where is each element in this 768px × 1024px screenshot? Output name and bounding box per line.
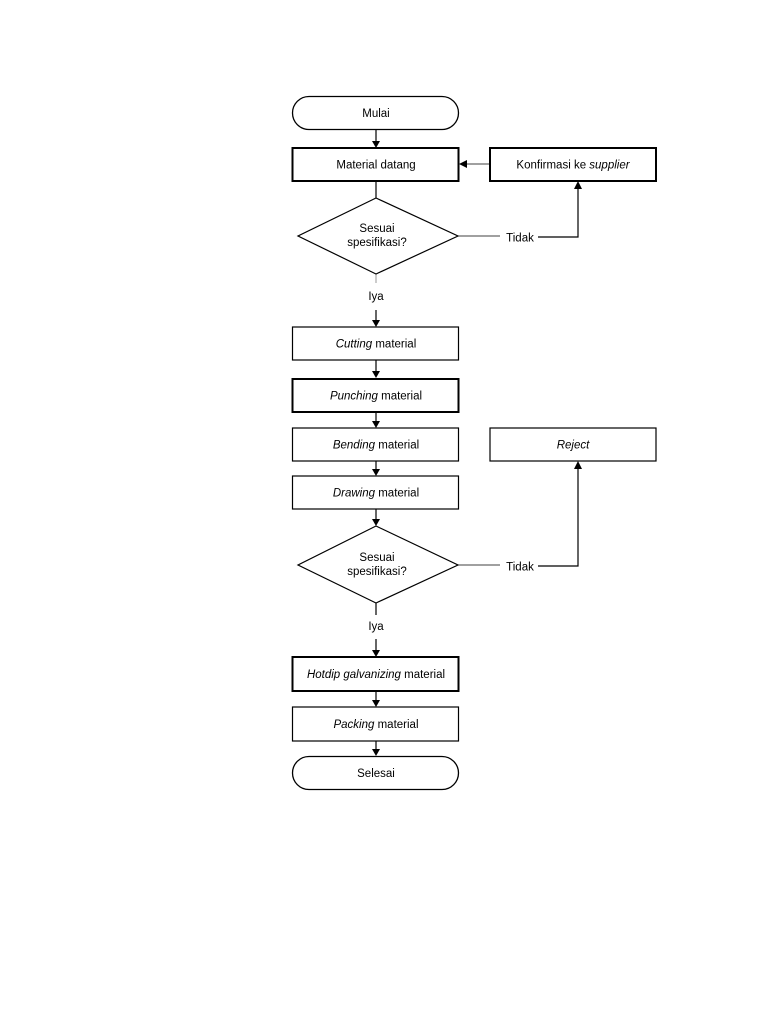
arrowhead — [459, 160, 467, 168]
arrowhead — [372, 141, 380, 148]
start-label: Mulai — [362, 108, 389, 120]
hotdip-italic: Hotdip galvanizing — [307, 669, 402, 681]
cutting-label: Cutting material — [336, 339, 417, 351]
konfirmasi-italic: supplier — [589, 160, 630, 172]
arrowhead — [372, 421, 380, 428]
cutting-box — [291, 326, 460, 361]
arrowhead — [372, 469, 380, 476]
nodes: Mulai Material datang Konfirmasi ke supp… — [291, 95, 657, 791]
arrowhead — [372, 320, 380, 327]
decision-1-no-label: Tidak — [506, 233, 534, 245]
packing-box — [291, 706, 460, 742]
connector-tidak-to-reject — [538, 469, 579, 567]
konfirmasi-supplier-box — [489, 147, 657, 182]
hotdip-box — [291, 656, 460, 692]
drawing-italic: Drawing — [333, 488, 376, 500]
hotdip-label: Hotdip galvanizing material — [307, 669, 445, 681]
punching-suffix: material — [378, 391, 422, 403]
bending-italic: Bending — [333, 440, 376, 452]
cutting-italic: Cutting — [336, 339, 373, 351]
punching-label: Punching material — [330, 391, 422, 403]
reject-italic: Reject — [557, 440, 590, 452]
arrowhead — [372, 700, 380, 707]
reject-box — [489, 427, 657, 462]
arrowhead — [372, 519, 380, 526]
arrowhead — [372, 749, 380, 756]
decision-2-line-1: Sesuai — [359, 552, 394, 564]
punching-italic: Punching — [330, 391, 379, 403]
material-datang-label: Material datang — [336, 160, 415, 172]
drawing-suffix: material — [375, 488, 419, 500]
decision-2-no-label: Tidak — [506, 562, 534, 574]
decision-2-yes-label: Iya — [368, 621, 384, 633]
packing-suffix: material — [374, 719, 418, 731]
connector-tidak-to-konfirmasi — [538, 189, 579, 238]
arrowhead — [574, 181, 582, 189]
decision-1-line-1: Sesuai — [359, 223, 394, 235]
end-label: Selesai — [357, 768, 395, 780]
reject-label: Reject — [557, 440, 590, 452]
arrowhead — [574, 461, 582, 469]
decision-2-line-2: spesifikasi? — [347, 566, 406, 578]
material-datang-box — [291, 147, 460, 182]
start-terminal — [291, 95, 460, 131]
connectors — [372, 130, 582, 756]
drawing-box — [291, 475, 460, 510]
decision-1-yes-label: Iya — [368, 291, 384, 303]
packing-label: Packing material — [333, 719, 418, 731]
decision-1-diamond — [296, 197, 460, 275]
bending-suffix: material — [375, 440, 419, 452]
drawing-label: Drawing material — [333, 488, 419, 500]
decision-2-diamond — [296, 525, 460, 604]
bending-label: Bending material — [333, 440, 419, 452]
arrowhead — [372, 650, 380, 657]
hotdip-suffix: material — [401, 669, 445, 681]
cutting-suffix: material — [372, 339, 416, 351]
packing-italic: Packing — [333, 719, 375, 731]
bending-box — [291, 427, 460, 462]
arrowhead — [372, 371, 380, 378]
punching-box — [291, 378, 460, 413]
decision-1-line-2: spesifikasi? — [347, 237, 406, 249]
konfirmasi-supplier-label: Konfirmasi ke supplier — [516, 160, 630, 172]
konfirmasi-prefix: Konfirmasi ke — [516, 160, 589, 172]
end-terminal — [291, 755, 460, 791]
